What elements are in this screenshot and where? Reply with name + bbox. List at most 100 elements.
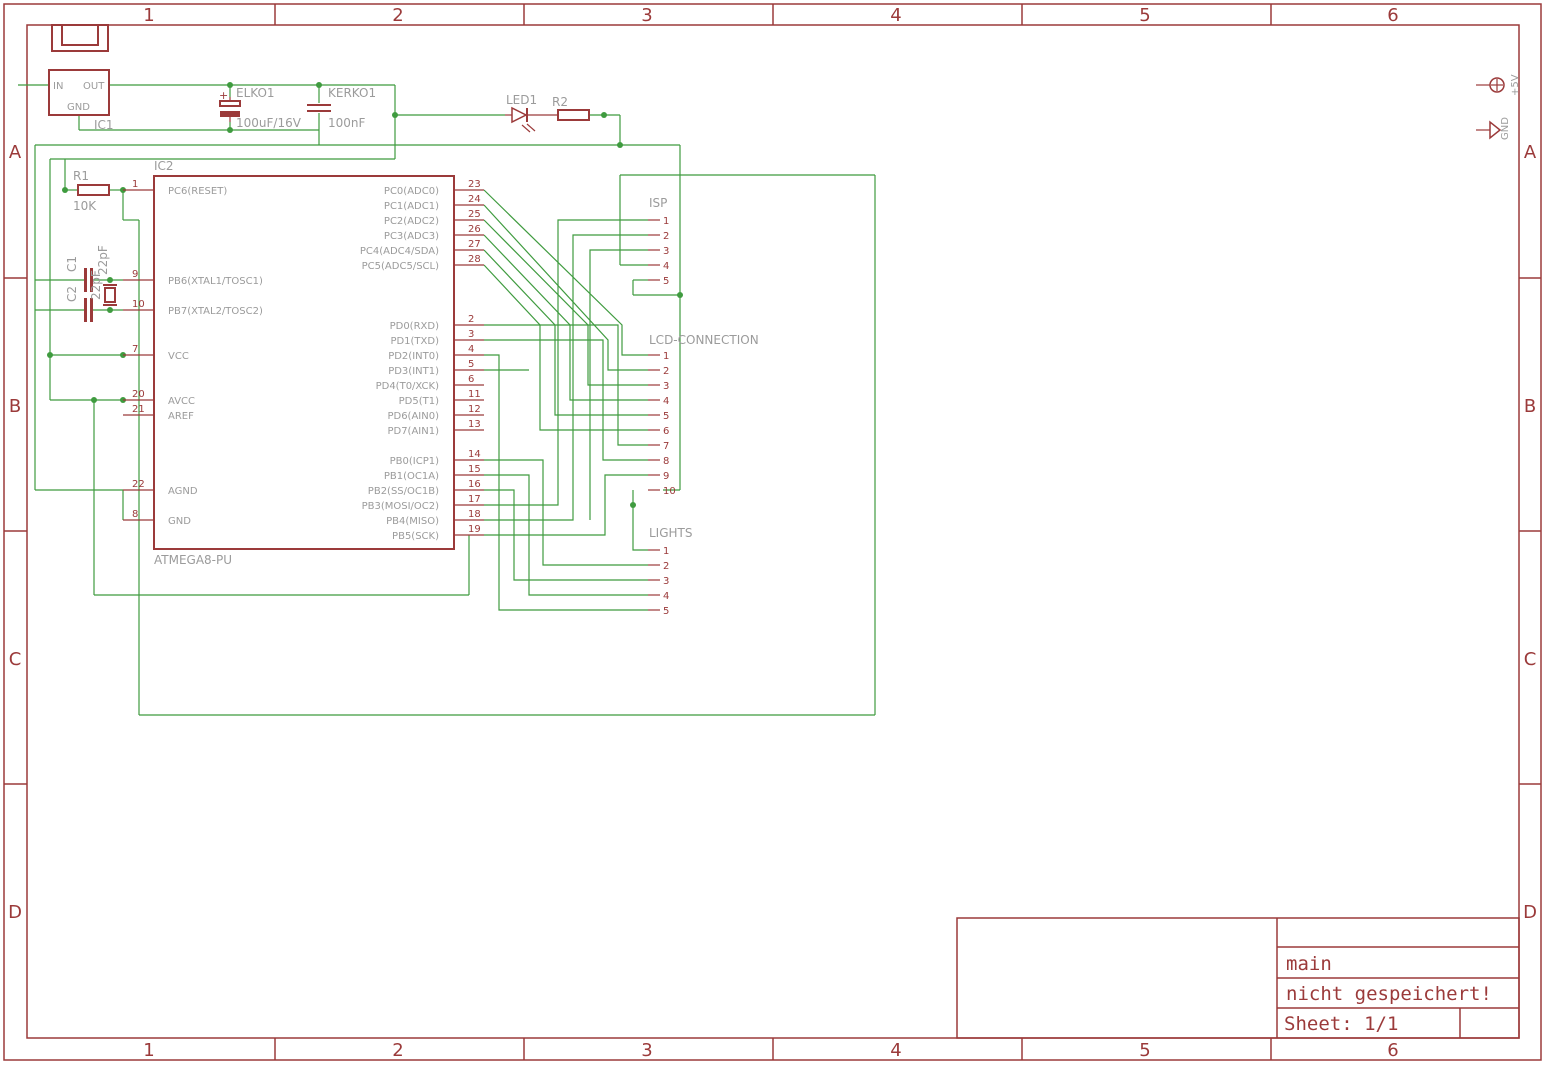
connector-pin[interactable]: 9 <box>648 471 669 482</box>
ic1-regulator[interactable]: IN OUT GND IC1 <box>48 24 114 132</box>
elko1-capacitor[interactable]: + ELKO1 100uF/16V <box>219 86 302 130</box>
c2-capacitor[interactable]: C2 <box>65 286 93 322</box>
connector-pin[interactable]: 5 <box>648 411 669 422</box>
connector-pin[interactable]: 7 <box>648 441 669 452</box>
supply-vcc-symbol[interactable]: +5V <box>1476 74 1521 96</box>
connector-pin[interactable]: 1 <box>648 546 669 557</box>
column-label: 2 <box>392 5 403 26</box>
connector-pin[interactable]: 1 <box>648 216 669 227</box>
connector-pin[interactable]: 6 <box>648 426 669 437</box>
connector-pin[interactable]: 3 <box>648 246 669 257</box>
kerko1-capacitor[interactable]: KERKO1 100nF <box>307 86 376 130</box>
pin-label: PD5(T1) <box>399 396 439 407</box>
connector-pin[interactable]: 2 <box>648 561 669 572</box>
connector-pin[interactable]: 2 <box>648 231 669 242</box>
pin-number: 9 <box>132 269 138 280</box>
title-block: main nicht gespeichert! Sheet: 1/1 <box>956 917 1520 1039</box>
ic1-pin-out: OUT <box>83 81 105 92</box>
elko1-value: 100uF/16V <box>236 116 302 130</box>
pin-number: 6 <box>468 374 474 385</box>
lights-pins: 1 2 3 4 5 <box>648 546 669 617</box>
pin-label: PC0(ADC0) <box>384 186 439 197</box>
frame-row-labels-left: A B C D <box>8 142 22 923</box>
lcd-name: LCD-CONNECTION <box>649 333 759 347</box>
pin-label: PD4(T0/XCK) <box>376 381 439 392</box>
supply-gnd-label: GND <box>1500 117 1511 140</box>
pin-number: 26 <box>468 224 481 235</box>
connector-pin[interactable]: 4 <box>648 591 669 602</box>
connector-pin[interactable]: 5 <box>648 606 669 617</box>
r2-resistor[interactable]: R2 <box>552 95 590 121</box>
kerko1-name: KERKO1 <box>328 86 376 100</box>
pin-label: PB2(SS/OC1B) <box>368 486 439 497</box>
connector-pin[interactable]: 4 <box>648 261 669 272</box>
pin-number: 4 <box>663 261 669 272</box>
pin-label: PD0(RXD) <box>390 321 439 332</box>
c1-capacitor[interactable]: C1 <box>65 256 93 292</box>
pin-number: 2 <box>468 314 474 325</box>
pin-label: PC4(ADC4/SDA) <box>360 246 439 257</box>
column-label: 1 <box>143 1040 154 1061</box>
connector-pin[interactable]: 4 <box>648 396 669 407</box>
lcd-connector[interactable]: LCD-CONNECTION 1 2 3 4 5 6 7 8 9 10 <box>648 333 759 497</box>
ic1-name: IC1 <box>94 118 114 132</box>
ic1-pin-gnd: GND <box>67 102 90 113</box>
pin-number: 19 <box>468 524 481 535</box>
connector-pin[interactable]: 1 <box>648 351 669 362</box>
pin-label: PB7(XTAL2/TOSC2) <box>168 306 263 317</box>
pin-number: 13 <box>468 419 481 430</box>
pin-label: PD2(INT0) <box>388 351 439 362</box>
connector-pin[interactable]: 8 <box>648 456 669 467</box>
ic2-atmega8[interactable]: IC2 ATMEGA8-PU <box>153 159 455 567</box>
c2-name: C2 <box>65 286 79 302</box>
connector-pin[interactable]: 3 <box>648 381 669 392</box>
connector-pin[interactable]: 10 <box>648 486 676 497</box>
r1-resistor[interactable]: R1 10K <box>73 169 110 213</box>
pin-number: 28 <box>468 254 481 265</box>
pin-number: 5 <box>663 606 669 617</box>
pin-number: 3 <box>663 246 669 257</box>
crystal[interactable]: 22pF 22pF <box>89 245 117 306</box>
connector-pin[interactable]: 5 <box>648 276 669 287</box>
connector-pin[interactable]: 3 <box>648 576 669 587</box>
led1[interactable]: LED1 <box>505 93 558 133</box>
pin-label: PD6(AIN0) <box>387 411 439 422</box>
pin-number: 24 <box>468 194 481 205</box>
connector-pin[interactable]: 2 <box>648 366 669 377</box>
pin-number: 5 <box>468 359 474 370</box>
pin-number: 7 <box>132 344 138 355</box>
pin-number: 3 <box>468 329 474 340</box>
supply-gnd-symbol[interactable]: GND <box>1476 117 1511 140</box>
